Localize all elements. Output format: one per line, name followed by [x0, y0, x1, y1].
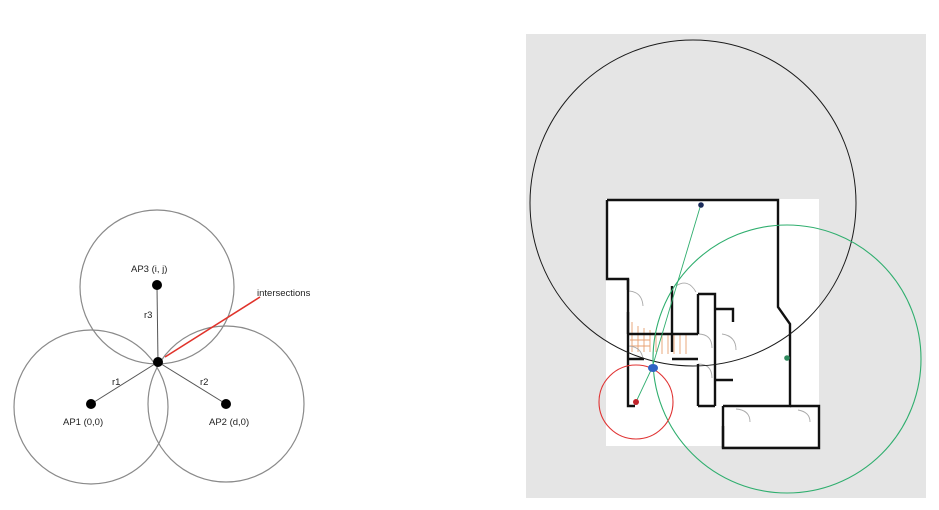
ap3-label: AP3 (i, j)	[131, 264, 167, 275]
ap2-range-circle	[147, 325, 305, 483]
link-to-black-ap	[651, 203, 702, 369]
radius-r3-label: r3	[144, 310, 152, 321]
ap2-point	[221, 399, 231, 409]
radius-r3-line	[156, 286, 159, 363]
ap1-label: AP1 (0,0)	[63, 417, 103, 428]
link-to-red-ap	[635, 367, 653, 403]
radius-r1-label: r1	[112, 377, 120, 388]
radius-r1-line	[90, 361, 159, 405]
estimated-position-point	[648, 364, 658, 372]
ap2-label: AP2 (d,0)	[209, 417, 249, 428]
radius-r2-label: r2	[200, 377, 208, 388]
red-range-circle	[598, 364, 674, 440]
floor-area	[606, 199, 819, 446]
ap1-point	[86, 399, 96, 409]
radius-r2-line	[157, 361, 227, 405]
green-range-circle	[652, 224, 922, 494]
intersections-annotation: intersections	[257, 288, 311, 299]
floorplan-diagram	[526, 34, 926, 498]
black-range-circle	[529, 39, 857, 367]
trilateration-diagram: AP3 (i, j) AP1 (0,0) AP2 (d,0) r3 r1 r2 …	[13, 209, 311, 485]
red-ap-point	[633, 399, 639, 405]
walls	[605, 198, 821, 450]
black-ap-point	[698, 202, 704, 208]
ap3-point	[152, 280, 162, 290]
green-ap-point	[784, 355, 790, 361]
ap1-range-circle	[13, 329, 169, 485]
intersection-pointer-line	[164, 296, 261, 358]
intersection-point	[153, 357, 163, 367]
